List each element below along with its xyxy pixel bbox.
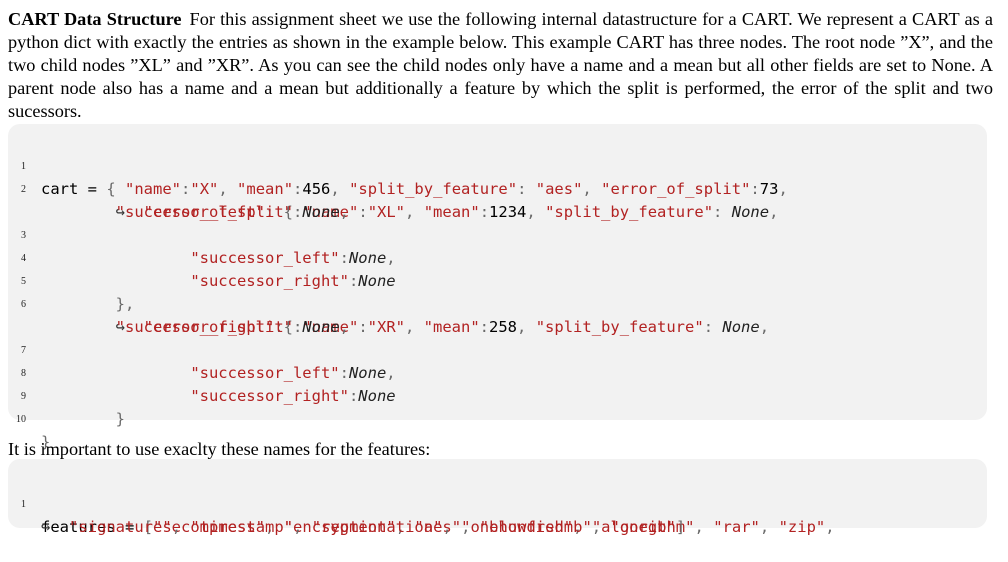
feature-name: algorithm xyxy=(601,518,686,536)
code-line: 4 "successor_right":None xyxy=(8,224,396,290)
code-text: } xyxy=(41,433,51,451)
feature-name: rar xyxy=(722,518,751,536)
code-line: ↪ "error_of_split":None, xyxy=(8,293,349,336)
code-text: "successor_left":None, xyxy=(190,249,396,267)
code-line: 6 "successor_right":{ "name":"XR", "mean… xyxy=(8,270,769,336)
feature-name: aes xyxy=(423,518,452,536)
code-line: 1 features = ["secompress", "encryption"… xyxy=(8,470,835,536)
code-line: 10 } xyxy=(8,385,50,451)
code-line: 5 }, xyxy=(8,247,134,313)
line-number: 2 xyxy=(21,184,26,195)
code-line: 2 "successor_left": { "name":"XL", "mean… xyxy=(8,155,778,221)
feature-name: segmentation xyxy=(321,518,434,536)
code-text: ↪ "error_of_split":None, xyxy=(115,203,349,221)
feature-name: timestamp xyxy=(199,518,284,536)
feature-name: zip xyxy=(787,518,816,536)
line-number: 8 xyxy=(21,368,26,379)
line-number: 3 xyxy=(21,230,26,241)
code-text: ↪ "signature", "timestamp", "segmentatio… xyxy=(41,518,686,536)
feature-name: onegb xyxy=(619,518,667,536)
code-text: "successor_right":None xyxy=(190,387,396,405)
code-text: features = ["secompress", "encryption", … xyxy=(41,518,835,536)
features-intro-text: It is important to use exaclty these nam… xyxy=(8,439,431,459)
line-wrap-arrow-icon: ↪ xyxy=(41,518,51,536)
code-line: 9 } xyxy=(8,362,125,428)
code-text: cart = { "name":"X", "mean":456, "split_… xyxy=(41,180,788,198)
intro-text: For this assignment sheet we use the fol… xyxy=(8,9,993,121)
feature-name: onehundredmb xyxy=(470,518,583,536)
code-text: ↪ "error_of_split":None, xyxy=(115,318,349,336)
line-wrap-arrow-icon: ↪ xyxy=(115,318,125,336)
code-line: 3 "successor_left":None, xyxy=(8,201,396,267)
code-line: 8 "successor_right":None xyxy=(8,339,396,405)
code-text: "successor_right":{ "name":"XR", "mean":… xyxy=(115,318,770,336)
code-text: } xyxy=(115,410,125,428)
feature-name: encryption xyxy=(293,518,387,536)
code-text: "successor_left":None, xyxy=(190,364,396,382)
section-heading: CART Data Structure xyxy=(8,9,182,29)
line-number: 6 xyxy=(21,299,26,310)
line-number: 1 xyxy=(21,499,26,510)
feature-name: blowfish xyxy=(489,518,564,536)
features-code-block: 1 features = ["secompress", "encryption"… xyxy=(8,459,987,536)
code-line: 7 "successor_left":None, xyxy=(8,316,396,382)
code-line: 1 cart = { "name":"X", "mean":456, "spli… xyxy=(8,132,788,198)
line-number: 9 xyxy=(21,391,26,402)
code-text: }, xyxy=(115,295,135,313)
line-wrap-arrow-icon: ↪ xyxy=(115,203,125,221)
code-text: "successor_right":None xyxy=(190,272,396,290)
line-number: 7 xyxy=(21,345,26,356)
cart-code-block: 1 cart = { "name":"X", "mean":456, "spli… xyxy=(8,124,987,451)
line-number: 10 xyxy=(16,414,26,425)
feature-name: signature xyxy=(78,518,163,536)
feature-name: secompress xyxy=(162,518,256,536)
code-text: "successor_left": { "name":"XL", "mean":… xyxy=(115,203,779,221)
code-line: ↪ "error_of_split":None, xyxy=(8,178,349,221)
line-number: 5 xyxy=(21,276,26,287)
code-line: ↪ "signature", "timestamp", "segmentatio… xyxy=(8,493,685,536)
line-number: 4 xyxy=(21,253,26,264)
line-number: 1 xyxy=(21,161,26,172)
